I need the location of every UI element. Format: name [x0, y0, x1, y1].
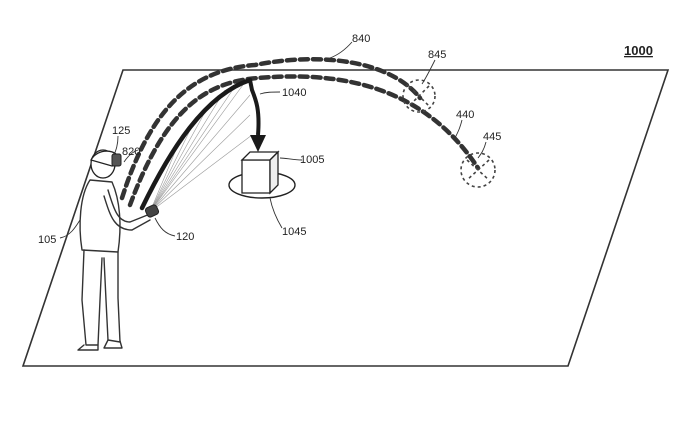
label-445: 445 [483, 131, 501, 143]
label-120: 120 [176, 231, 194, 243]
label-1040: 1040 [282, 87, 306, 99]
label-845: 845 [428, 49, 446, 61]
label-125: 125 [112, 125, 130, 137]
label-840: 840 [352, 33, 370, 45]
label-1045: 1045 [282, 226, 306, 238]
label-1005: 1005 [300, 154, 324, 166]
label-105: 105 [38, 234, 56, 246]
label-440: 440 [456, 109, 474, 121]
cube-object-1005 [242, 152, 278, 193]
figure-number: 1000 [624, 43, 653, 58]
label-820: 820 [122, 146, 140, 158]
